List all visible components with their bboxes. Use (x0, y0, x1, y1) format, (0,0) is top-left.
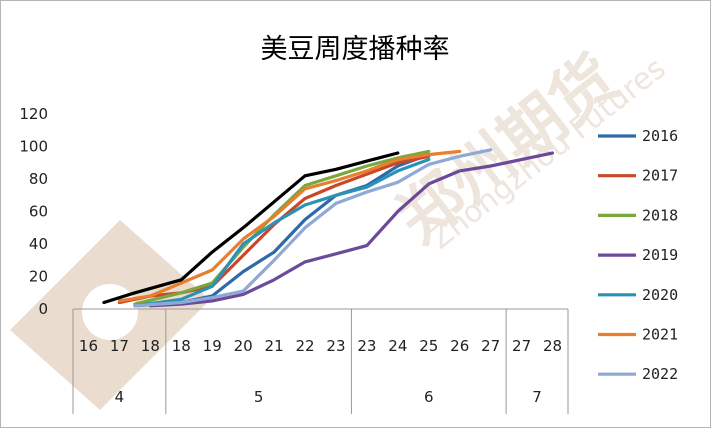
y-tick-label: 100 (19, 138, 48, 156)
series-line-2019 (148, 151, 555, 308)
y-tick-label: 120 (19, 105, 48, 123)
x-group-label: 7 (532, 388, 542, 406)
y-tick-label: 80 (29, 170, 48, 188)
x-tick-label: 18 (172, 337, 191, 355)
watermark-brand-text: 郑州期货 (384, 42, 631, 258)
y-tick-label: 40 (29, 235, 48, 253)
x-tick-label: 27 (512, 337, 531, 355)
x-axis: 16 17 18 18 19 20 21 22 23 23 24 25 26 27 27 28 4 5 6 7 (72, 308, 569, 414)
x-tick-label: 25 (419, 337, 438, 355)
watermark-logo-dot (82, 284, 138, 340)
x-tick-label: 16 (79, 337, 98, 355)
x-tick-label: 22 (295, 337, 314, 355)
x-tick-label: 27 (481, 337, 500, 355)
x-tick-label: 28 (543, 337, 562, 355)
x-tick-label: 24 (388, 337, 407, 355)
legend-label-2020: 2020 (642, 286, 678, 304)
series-layer (102, 148, 555, 308)
x-tick-label: 19 (203, 337, 222, 355)
y-tick-label: 60 (29, 203, 48, 221)
legend-label-2019: 2019 (642, 246, 678, 264)
x-tick-label: 23 (326, 337, 345, 355)
x-tick-label: 21 (265, 337, 284, 355)
x-tick-label: 17 (110, 337, 129, 355)
legend-label-2017: 2017 (642, 167, 678, 185)
legend-label-2022: 2022 (642, 365, 678, 383)
legend-label-2021: 2021 (642, 326, 678, 344)
series-line-2022 (133, 148, 493, 308)
legend-label-2016: 2016 (642, 127, 678, 145)
legend-label-2018: 2018 (642, 206, 678, 224)
series-line-2021 (117, 149, 462, 303)
x-tick-label: 23 (357, 337, 376, 355)
y-axis: 0 20 40 60 80 100 120 (19, 105, 48, 318)
y-tick-label: 0 (38, 300, 48, 318)
y-tick-label: 20 (29, 268, 48, 286)
legend: 2016 2017 2018 2019 2020 2021 2022 (598, 127, 678, 383)
series-line-unlabeled (102, 151, 400, 305)
chart-title: 美豆周度播种率 (261, 34, 450, 65)
x-group-label: 4 (115, 388, 125, 406)
series-line-2020 (133, 157, 431, 308)
x-tick-label: 26 (450, 337, 469, 355)
x-group-label: 6 (424, 388, 434, 406)
x-group-label: 5 (254, 388, 264, 406)
x-tick-label: 18 (141, 337, 160, 355)
x-tick-label: 20 (234, 337, 253, 355)
series-line-2018 (133, 149, 431, 306)
